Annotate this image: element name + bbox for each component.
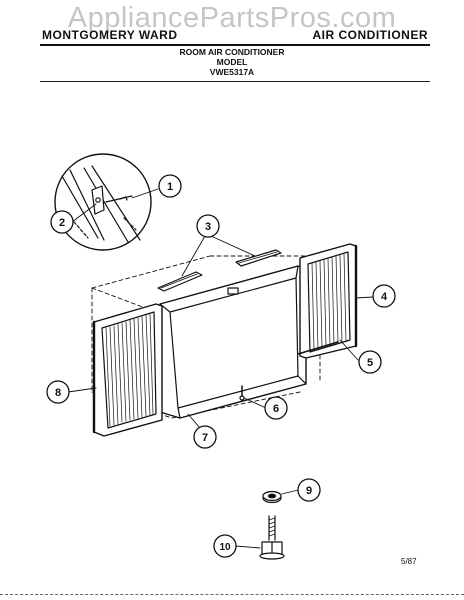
left-side-panel <box>92 303 163 437</box>
bolt <box>259 515 285 560</box>
callout-circle-10 <box>213 534 237 558</box>
header-brand: MONTGOMERY WARD <box>42 28 178 42</box>
callout-label-5: 5 <box>367 357 373 369</box>
top-trim-strips <box>157 249 282 292</box>
callout-label-2: 2 <box>59 217 65 229</box>
nut <box>262 490 282 504</box>
page-code: 5/87 <box>401 557 417 566</box>
callout-label-4: 4 <box>381 291 388 303</box>
callout-circle-9 <box>297 478 321 502</box>
callout-circle-3 <box>196 214 220 238</box>
right-side-panel <box>297 243 358 359</box>
callout-label-10: 10 <box>219 542 231 553</box>
callout-label-1: 1 <box>167 181 173 193</box>
callout-circle-1 <box>158 174 182 198</box>
callout-circle-6 <box>264 396 288 420</box>
callout-circle-5 <box>358 350 382 374</box>
callout-label-7: 7 <box>202 432 208 444</box>
callout-label-3: 3 <box>205 221 211 233</box>
header-rule <box>40 44 430 46</box>
detail-inset <box>54 153 152 251</box>
callout-circle-4 <box>372 284 396 308</box>
front-frame <box>159 265 307 419</box>
callout-label-9: 9 <box>306 485 312 497</box>
callout-circles <box>46 174 396 558</box>
callout-circle-2 <box>50 210 74 234</box>
header-product: AIR CONDITIONER <box>312 28 428 42</box>
title-line-3: VWE5317A <box>209 67 255 77</box>
title-rule <box>40 81 430 82</box>
callout-label-6: 6 <box>273 403 279 415</box>
bottom-rule <box>0 594 464 595</box>
title-line-2: MODEL <box>216 57 248 67</box>
callout-label-8: 8 <box>55 387 61 399</box>
callout-circle-8 <box>46 380 70 404</box>
callout-circle-7 <box>193 425 217 449</box>
title-line-1: ROOM AIR CONDITIONER <box>179 47 285 57</box>
